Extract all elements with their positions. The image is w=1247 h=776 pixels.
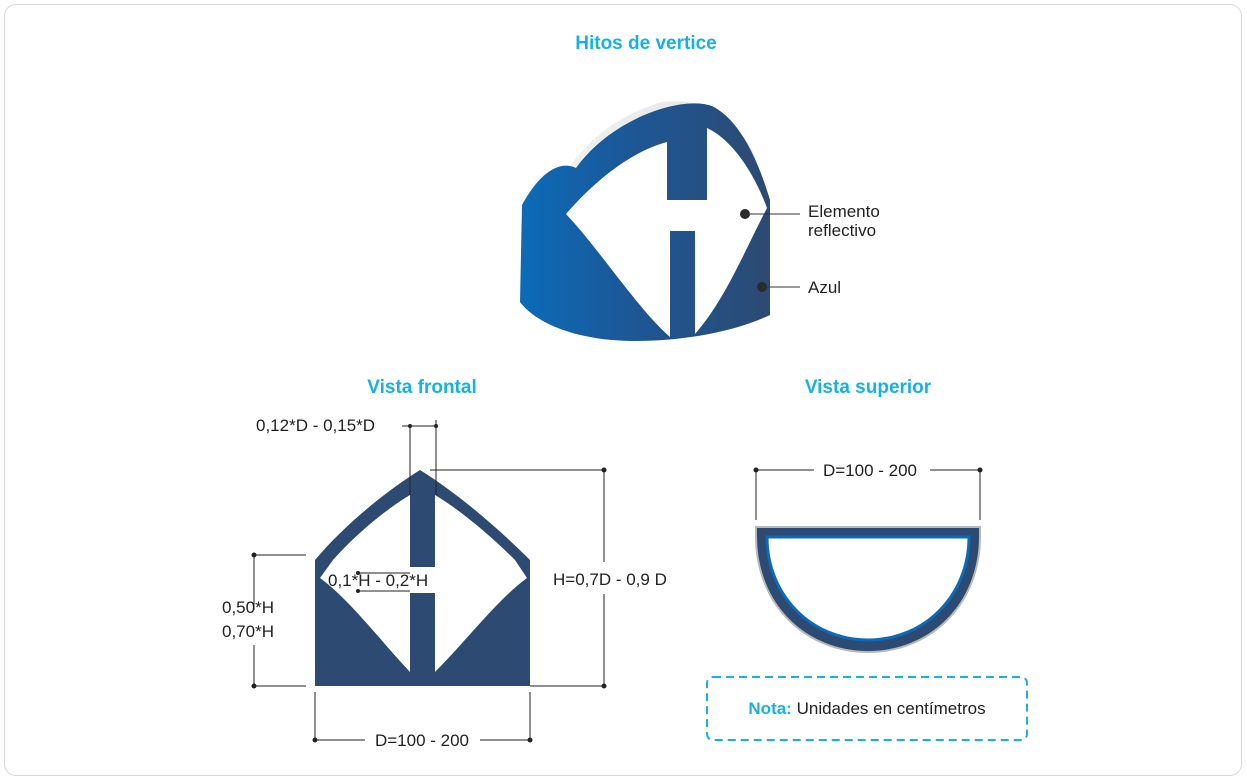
reflective-label-line1: Elemento bbox=[808, 202, 880, 221]
note-value: Unidades en centímetros bbox=[797, 699, 986, 718]
top-gap-label: 0,12*D - 0,15*D bbox=[256, 416, 375, 435]
front-slot bbox=[410, 567, 435, 593]
side-height-label-line1: 0,50*H bbox=[222, 598, 274, 617]
height-label: H=0,7D - 0,9 D bbox=[553, 570, 667, 589]
reflective-panel bbox=[566, 128, 767, 337]
note-key: Nota: bbox=[748, 699, 791, 718]
top-width-label: D=100 - 200 bbox=[823, 461, 917, 480]
front-view-title: Vista frontal bbox=[367, 377, 476, 398]
top-reflective-inner bbox=[765, 535, 971, 642]
top-view-title: Vista superior bbox=[805, 377, 932, 398]
blue-label: Azul bbox=[808, 278, 841, 297]
side-height-label-line2: 0,70*H bbox=[222, 622, 274, 641]
front-view-shape bbox=[315, 470, 530, 686]
top-view-shape bbox=[755, 526, 981, 654]
front-dimensions bbox=[251, 420, 607, 743]
note-box bbox=[706, 676, 1028, 741]
front-reflective-right bbox=[435, 495, 527, 672]
note-text: Nota: Unidades en centímetros bbox=[748, 699, 985, 718]
hito-3d-illustration bbox=[520, 101, 800, 341]
main-title: Hitos de vertice bbox=[575, 33, 717, 54]
top-dimensions bbox=[753, 467, 983, 520]
reflective-label-line2: reflectivo bbox=[808, 221, 876, 240]
slot-label: 0,1*H - 0,2*H bbox=[328, 571, 428, 590]
front-width-label: D=100 - 200 bbox=[375, 731, 469, 750]
front-reflective-left bbox=[320, 495, 410, 672]
diagram-canvas: Hitos de vertice Elemento reflectivo Azu… bbox=[222, 33, 1028, 750]
